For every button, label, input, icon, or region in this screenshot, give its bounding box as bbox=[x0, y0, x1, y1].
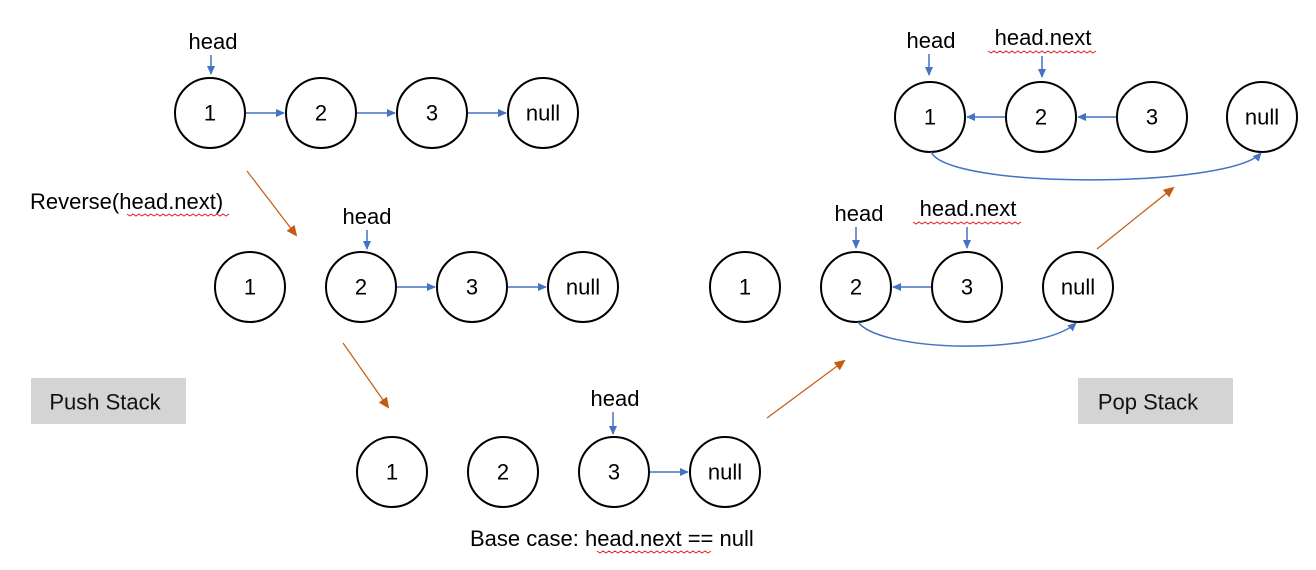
step5-head-next-label-group: head.next bbox=[987, 25, 1097, 54]
reverse-call-prefix: Reverse( bbox=[30, 189, 120, 214]
step3-head-label: head bbox=[591, 386, 640, 411]
node-value: 1 bbox=[924, 105, 936, 130]
step4-link-arrow-2-null bbox=[857, 321, 1077, 347]
pop-stack-label: Pop Stack bbox=[1098, 390, 1199, 415]
node-value: 2 bbox=[850, 275, 862, 300]
base-case-expr: head.next bbox=[585, 526, 682, 551]
step4-node-2: 2 bbox=[820, 251, 892, 323]
pop-stack-box: Pop Stack bbox=[1078, 378, 1233, 424]
step4-node-3: 3 bbox=[931, 251, 1003, 323]
step3-node-3: 3 bbox=[578, 436, 650, 508]
step2-node-null: null bbox=[547, 251, 619, 323]
node-value: null bbox=[708, 460, 742, 485]
pop-flow-arrow-1 bbox=[766, 359, 846, 419]
push-flow-arrow-1 bbox=[246, 170, 298, 237]
step3-node-1: 1 bbox=[356, 436, 428, 508]
reverse-call-label: Reverse(head.next) bbox=[30, 189, 230, 217]
step3-list: head 1 2 3 null bbox=[356, 386, 761, 508]
base-case-text: Base case: head.next == null bbox=[470, 526, 754, 551]
node-value: 2 bbox=[315, 101, 327, 126]
node-value: null bbox=[566, 275, 600, 300]
step4-node-null: null bbox=[1042, 251, 1114, 323]
reverse-call-arg: head.next bbox=[119, 189, 216, 214]
step5-link-arrow-1-null bbox=[930, 151, 1262, 181]
step1-node-3: 3 bbox=[396, 77, 468, 149]
spellcheck-underline bbox=[987, 50, 1097, 54]
node-value: 2 bbox=[1035, 105, 1047, 130]
base-case-prefix: Base case: bbox=[470, 526, 585, 551]
base-case-suffix: == null bbox=[682, 526, 754, 551]
node-value: 2 bbox=[497, 460, 509, 485]
push-flow-arrow-2 bbox=[342, 342, 390, 409]
step1-head-label: head bbox=[189, 29, 238, 54]
step3-node-2: 2 bbox=[467, 436, 539, 508]
step3-node-null: null bbox=[689, 436, 761, 508]
node-value: 1 bbox=[739, 275, 751, 300]
node-value: 1 bbox=[244, 275, 256, 300]
step2-node-1: 1 bbox=[214, 251, 286, 323]
reverse-call-text: Reverse(head.next) bbox=[30, 189, 223, 214]
step5-head-label: head bbox=[907, 28, 956, 53]
step5-node-2: 2 bbox=[1005, 81, 1077, 153]
node-value: 3 bbox=[1146, 105, 1158, 130]
spellcheck-underline bbox=[596, 550, 712, 554]
step1-node-2: 2 bbox=[285, 77, 357, 149]
node-value: 1 bbox=[204, 101, 216, 126]
step5-head-next-label: head.next bbox=[995, 25, 1092, 50]
spellcheck-underline bbox=[126, 213, 230, 217]
step2-list: head 1 2 3 null bbox=[214, 204, 619, 323]
reverse-call-close: ) bbox=[216, 189, 223, 214]
step2-node-3: 3 bbox=[436, 251, 508, 323]
node-value: 3 bbox=[608, 460, 620, 485]
push-stack-box: Push Stack bbox=[31, 378, 186, 424]
node-value: null bbox=[1245, 105, 1279, 130]
step2-head-label: head bbox=[343, 204, 392, 229]
step5-node-3: 3 bbox=[1116, 81, 1188, 153]
step1-node-null: null bbox=[507, 77, 579, 149]
pop-flow-arrow-2 bbox=[1096, 186, 1175, 250]
spellcheck-underline bbox=[912, 221, 1022, 225]
step5-node-null: null bbox=[1226, 81, 1298, 153]
node-value: 3 bbox=[426, 101, 438, 126]
node-value: null bbox=[1061, 275, 1095, 300]
step1-node-1: 1 bbox=[174, 77, 246, 149]
step5-node-1: 1 bbox=[894, 81, 966, 153]
step5-list: head head.next 1 2 3 null bbox=[894, 25, 1298, 181]
node-value: null bbox=[526, 101, 560, 126]
step4-node-1: 1 bbox=[709, 251, 781, 323]
node-value: 3 bbox=[466, 275, 478, 300]
step4-head-label: head bbox=[835, 201, 884, 226]
push-stack-label: Push Stack bbox=[49, 390, 161, 415]
node-value: 1 bbox=[386, 460, 398, 485]
base-case-label: Base case: head.next == null bbox=[470, 526, 754, 554]
node-value: 3 bbox=[961, 275, 973, 300]
step2-node-2: 2 bbox=[325, 251, 397, 323]
step1-list: head 1 2 3 null bbox=[174, 29, 579, 149]
step4-head-next-label: head.next bbox=[920, 196, 1017, 221]
node-value: 2 bbox=[355, 275, 367, 300]
step4-list: head head.next 1 2 3 null bbox=[709, 196, 1114, 347]
step4-head-next-label-group: head.next bbox=[912, 196, 1022, 225]
